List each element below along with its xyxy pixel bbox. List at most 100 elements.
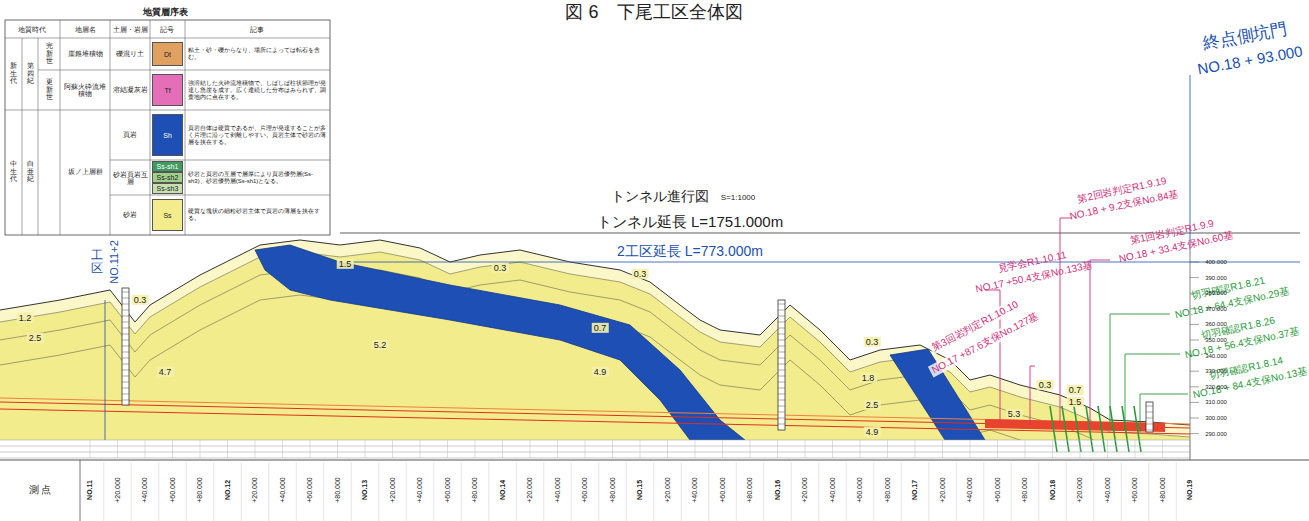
station-label: NO.13 xyxy=(361,480,369,500)
grid-line xyxy=(901,462,902,521)
face-mark xyxy=(1122,406,1129,452)
grid-line xyxy=(1080,440,1081,458)
grid-line xyxy=(997,440,998,458)
grid-line xyxy=(0,458,1190,459)
thickness-value: 1.5 xyxy=(1067,397,1084,407)
leader-line xyxy=(1030,366,1035,425)
leader-line xyxy=(1090,260,1110,425)
station-label: +60.000 xyxy=(856,477,864,503)
elevation-label: 290.000 xyxy=(1205,430,1227,437)
header-rule xyxy=(330,262,1300,263)
elevation-label: 310.000 xyxy=(1205,399,1227,406)
leader-line xyxy=(1125,354,1180,430)
grid-line xyxy=(1052,440,1053,458)
grid-line xyxy=(612,440,613,458)
table-cell: 礫混り土 xyxy=(111,50,149,57)
table-cell: 崖錐堆積物 xyxy=(62,50,108,57)
grid-line xyxy=(268,462,269,521)
leader-line xyxy=(1140,394,1188,432)
grid-line xyxy=(186,462,187,521)
borehole-tick xyxy=(778,406,785,407)
borehole-tick xyxy=(122,346,129,347)
stratigraphy-table xyxy=(5,20,330,235)
borehole-tick xyxy=(1146,418,1153,419)
borehole-tick xyxy=(1146,430,1153,431)
figure-title: 図 6 下尾工区全体図 xyxy=(565,2,742,23)
legend-swatch: Ss-sh2 xyxy=(152,172,183,183)
station-label: +60.000 xyxy=(581,477,589,503)
grid-line xyxy=(420,440,421,458)
grid-line xyxy=(0,446,1190,447)
borehole-tick xyxy=(778,340,785,341)
thickness-value: 0.3 xyxy=(492,263,509,273)
borehole-tick xyxy=(122,394,129,395)
table-cell: 硬質な塊状の細粒砂岩主体で頁岩の薄層を挟在する。 xyxy=(188,208,326,222)
station-label: +80.000 xyxy=(1158,477,1166,503)
station-label: +40.000 xyxy=(416,477,424,503)
grid-line xyxy=(1107,440,1108,458)
borehole-tick xyxy=(778,322,785,323)
scale-tick xyxy=(1190,371,1199,372)
grid-line xyxy=(0,440,1190,441)
station-label: +20.000 xyxy=(526,477,534,503)
table-cell: 阿蘇火砕流堆積物 xyxy=(62,83,108,98)
borehole-tick xyxy=(778,412,785,413)
grid-line xyxy=(1093,462,1094,521)
borehole-tick xyxy=(122,298,129,299)
station-label: +60.000 xyxy=(443,477,451,503)
station-label: +20.000 xyxy=(113,477,121,503)
borehole-tick xyxy=(1146,412,1153,413)
layer-group xyxy=(0,240,1190,480)
grid-line xyxy=(461,462,462,521)
length-note: トンネル延長 L=1751.000m xyxy=(597,213,783,230)
station-label: NO.11 xyxy=(86,480,94,500)
legend-symbol: Ss-sh2 xyxy=(157,174,179,181)
table-header: 地質時代 xyxy=(18,26,46,33)
station-label: +40.000 xyxy=(691,477,699,503)
station-label: +20.000 xyxy=(1076,477,1084,503)
borehole-tick xyxy=(778,376,785,377)
grid-line xyxy=(681,462,682,521)
thickness-value: 4.7 xyxy=(157,367,174,377)
station-label: NO.15 xyxy=(636,480,644,500)
thickness-value: 0.7 xyxy=(1067,385,1084,395)
grid-line xyxy=(392,440,393,458)
grid-line xyxy=(241,462,242,521)
grid-line xyxy=(255,440,256,458)
face-mark xyxy=(1110,406,1117,452)
station-label: +80.000 xyxy=(471,477,479,503)
station-label: +20.000 xyxy=(938,477,946,503)
legend-symbol: Dt xyxy=(164,51,171,58)
grid-line xyxy=(832,440,833,458)
station-label: +20.000 xyxy=(251,477,259,503)
station-label: +80.000 xyxy=(608,477,616,503)
table-cell: 白亜紀 xyxy=(27,160,34,183)
borehole-tick xyxy=(1146,406,1153,407)
grid-line xyxy=(1011,462,1012,521)
borehole-tick xyxy=(1146,424,1153,425)
grid-line xyxy=(1162,440,1163,458)
grid-line xyxy=(653,462,654,521)
borehole-tick xyxy=(122,340,129,341)
legend-swatch: Tf xyxy=(152,74,183,106)
thickness-value: 0.3 xyxy=(864,337,881,347)
elevation-label: 330.000 xyxy=(1205,368,1227,375)
grid-line xyxy=(530,440,531,458)
grid-line xyxy=(227,440,228,458)
table-cell: 第四紀 xyxy=(27,62,34,85)
legend-symbol: Sh xyxy=(163,132,172,139)
grid-line xyxy=(983,462,984,521)
grid-line xyxy=(928,462,929,521)
grid-line xyxy=(131,462,132,521)
grid-line xyxy=(90,440,91,458)
grid-line xyxy=(750,440,751,458)
borehole-tick xyxy=(778,394,785,395)
table-cell: 新生代 xyxy=(10,62,17,85)
borehole-tick xyxy=(778,370,785,371)
scale-tick xyxy=(1190,402,1199,403)
thickness-value: 5.3 xyxy=(1006,409,1023,419)
section-label: 工区 xyxy=(91,249,103,275)
grid-line xyxy=(860,440,861,458)
grid-line xyxy=(942,440,943,458)
borehole-tick xyxy=(778,400,785,401)
